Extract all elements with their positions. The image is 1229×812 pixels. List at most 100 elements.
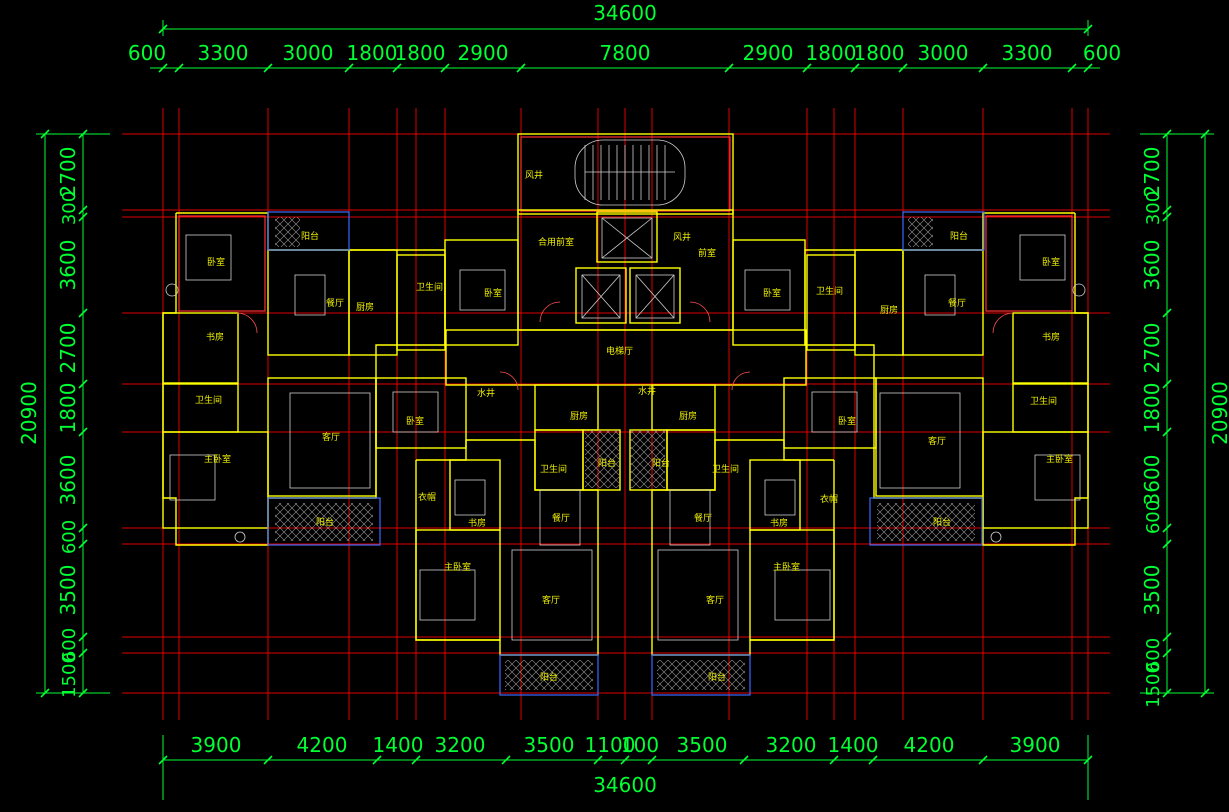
label-study-cl: 书房 [468, 517, 486, 529]
right-seg-1: 2700 [1140, 147, 1164, 198]
stair-and-elevators [574, 139, 686, 319]
label-living-cr: 客厅 [706, 594, 724, 606]
left-seg-7: 600 [59, 520, 80, 554]
room-labels: 阳台 阳台 卧室 卧室 餐厅 餐厅 厨房 厨房 卫生间 卫生间 卧室 卧室 书房… [195, 169, 1073, 683]
label-master-bath-r: 卫生间 [1030, 395, 1057, 407]
label-bedroom-cl: 卧室 [406, 415, 424, 427]
balconies [267, 211, 985, 696]
bottom-seg-1: 3900 [191, 733, 242, 757]
label-elevator-hall: 电梯厅 [606, 345, 633, 357]
top-seg-1: 600 [128, 41, 166, 65]
top-seg-13: 600 [1083, 41, 1121, 65]
left-seg-4: 2700 [56, 323, 80, 374]
top-seg-5: 1800 [395, 41, 446, 65]
label-master-bed-cl: 主卧室 [444, 561, 471, 573]
bottom-seg-8: 3500 [677, 733, 728, 757]
label-wind-shaft-1: 风井 [525, 169, 543, 181]
label-bath-r: 卫生间 [816, 285, 843, 297]
top-dimension-ticks [158, 63, 1093, 73]
label-bedroom-ml: 卧室 [484, 287, 502, 299]
top-seg-12: 3300 [1002, 41, 1053, 65]
label-master-bed-l: 主卧室 [204, 453, 231, 465]
label-bath-l: 卫生间 [416, 281, 443, 293]
bottom-seg-6: 1100 [585, 733, 636, 757]
label-master-bed-r: 主卧室 [1046, 453, 1073, 465]
right-seg-8: 3500 [1140, 565, 1164, 616]
label-kitchen-l: 厨房 [356, 301, 374, 313]
left-seg-1: 2700 [56, 147, 80, 198]
label-storage-r: 衣帽 [820, 493, 838, 505]
top-seg-10: 1800 [854, 41, 905, 65]
label-bedroom-tl: 卧室 [207, 256, 225, 268]
right-seg-9: 600 [1143, 638, 1164, 672]
label-front-room: 前室 [698, 247, 716, 259]
label-bedroom-tr: 卧室 [1042, 256, 1060, 268]
bottom-seg-10: 1400 [828, 733, 879, 757]
left-dimension-chain: 20900 2700 300 3600 2700 1800 3600 600 3… [17, 129, 110, 698]
label-balcony-tr: 阳台 [950, 230, 968, 242]
bottom-seg-9: 3200 [766, 733, 817, 757]
label-kitchen-cr: 厨房 [679, 410, 697, 422]
left-seg-8: 3500 [56, 565, 80, 616]
label-study-cr: 书房 [770, 517, 788, 529]
label-pipe-shaft-l: 水井 [477, 387, 495, 399]
left-seg-10: 1500 [59, 652, 80, 698]
label-balcony-bcr: 阳台 [708, 671, 726, 683]
label-balcony-bcl: 阳台 [540, 671, 558, 683]
label-dining-cl: 餐厅 [552, 512, 570, 524]
right-seg-4: 2700 [1140, 323, 1164, 374]
right-seg-10: 1500 [1143, 662, 1164, 708]
top-seg-4: 1800 [347, 41, 398, 65]
right-seg-7: 600 [1143, 500, 1164, 534]
right-seg-2: 300 [1143, 191, 1164, 225]
label-balcony-cl: 阳台 [598, 457, 616, 469]
left-seg-6: 3600 [56, 455, 80, 506]
axis-grid [122, 108, 1110, 720]
top-seg-3: 3000 [283, 41, 334, 65]
label-dining-cr: 餐厅 [694, 512, 712, 524]
furniture [165, 234, 1086, 641]
top-seg-11: 3000 [918, 41, 969, 65]
top-seg-7: 7800 [600, 41, 651, 65]
label-dining-r: 餐厅 [948, 297, 966, 309]
left-seg-9: 600 [59, 628, 80, 662]
bottom-total-dimension: 34600 [593, 773, 657, 797]
label-study-l: 书房 [206, 331, 224, 343]
label-master-bed-cr: 主卧室 [773, 561, 800, 573]
label-living-r: 客厅 [928, 435, 946, 447]
right-seg-5: 1800 [1140, 383, 1164, 434]
label-pipe-shaft-r: 水井 [638, 385, 656, 397]
bottom-dimension-ticks [158, 755, 1093, 765]
top-seg-6: 2900 [458, 41, 509, 65]
bottom-seg-7: 100 [621, 733, 659, 757]
label-balcony-cr: 阳台 [652, 457, 670, 469]
top-seg-2: 3300 [198, 41, 249, 65]
label-balcony-br: 阳台 [933, 516, 951, 528]
bottom-seg-3: 1400 [373, 733, 424, 757]
top-seg-8: 2900 [743, 41, 794, 65]
label-wind-shaft-2: 风井 [673, 231, 691, 243]
label-living-cl: 客厅 [542, 594, 560, 606]
bottom-dimension-chain: 3900 4200 1400 3200 3500 1100 100 3500 3… [158, 733, 1093, 800]
top-total-dimension: 34600 [593, 1, 657, 25]
label-shared-corridor: 合用前室 [538, 236, 574, 248]
label-bath-cr: 卫生间 [712, 463, 739, 475]
right-dimension-chain: 20900 2700 300 3600 2700 1800 3600 600 3… [1140, 129, 1229, 708]
left-seg-2: 300 [59, 191, 80, 225]
label-balcony-bl: 阳台 [316, 516, 334, 528]
bottom-seg-4: 3200 [435, 733, 486, 757]
label-bedroom-mr: 卧室 [763, 287, 781, 299]
label-bedroom-cr: 卧室 [838, 415, 856, 427]
top-seg-9: 1800 [806, 41, 857, 65]
label-kitchen-cl: 厨房 [570, 410, 588, 422]
left-dimension-ticks [78, 129, 88, 698]
label-master-bath-l: 卫生间 [195, 394, 222, 406]
label-balcony-tl: 阳台 [301, 230, 319, 242]
label-kitchen-r: 厨房 [880, 304, 898, 316]
label-living-l: 客厅 [322, 431, 340, 443]
bottom-seg-11: 4200 [904, 733, 955, 757]
bottom-seg-5: 3500 [524, 733, 575, 757]
bottom-seg-2: 4200 [297, 733, 348, 757]
right-seg-3: 3600 [1140, 240, 1164, 291]
label-bath-cl: 卫生间 [540, 463, 567, 475]
